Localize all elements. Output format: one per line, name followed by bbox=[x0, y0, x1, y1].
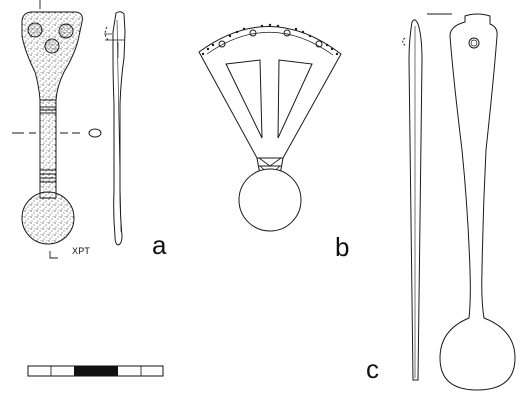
scale-bar bbox=[27, 365, 164, 377]
figure-label-c: c bbox=[366, 354, 379, 384]
object-a-section bbox=[88, 128, 102, 138]
object-b-hole bbox=[283, 29, 291, 37]
registration-tick-bottom bbox=[49, 251, 58, 259]
object-a-shaft bbox=[39, 100, 57, 199]
object-b-hole bbox=[218, 40, 226, 48]
object-a-front bbox=[12, 0, 83, 259]
object-b-hole bbox=[249, 29, 257, 37]
scale-bar-segment bbox=[74, 366, 118, 376]
object-a-profile bbox=[104, 11, 126, 246]
object-c-pin bbox=[408, 19, 423, 381]
object-a-profile-outline bbox=[112, 11, 126, 246]
figure-label-b: b bbox=[335, 232, 350, 262]
object-c bbox=[402, 13, 516, 391]
object-b-hole bbox=[315, 40, 323, 48]
object-c-spoon bbox=[439, 13, 516, 391]
object-a-boss bbox=[58, 23, 74, 39]
object-b bbox=[198, 23, 342, 232]
object-c-hole bbox=[468, 37, 480, 49]
object-b-opening-left bbox=[225, 59, 263, 139]
object-b-fan-outline bbox=[198, 26, 342, 159]
object-a-boss bbox=[44, 38, 60, 54]
figure-label-xpt: XPT bbox=[72, 246, 91, 256]
object-b-ring bbox=[238, 168, 302, 232]
object-a-boss bbox=[27, 22, 43, 38]
object-b-opening-right bbox=[277, 59, 313, 139]
object-b-rim-dots bbox=[201, 23, 339, 56]
figure-label-a: a bbox=[152, 230, 167, 260]
object-a-bowl bbox=[21, 191, 75, 245]
